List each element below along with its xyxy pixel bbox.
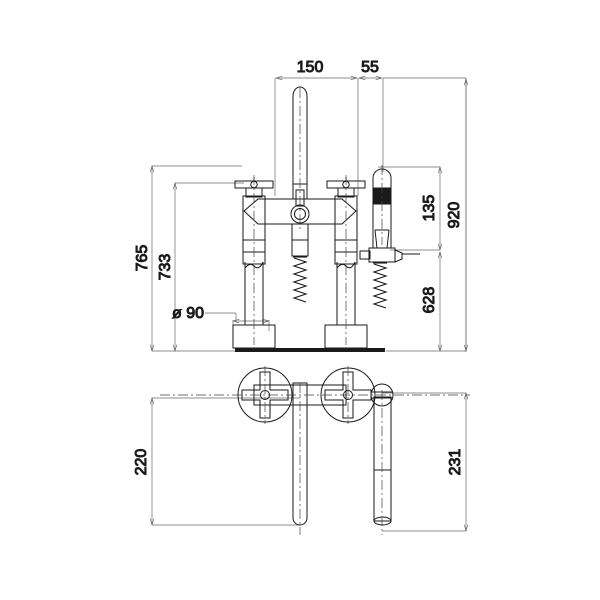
dim-628-label: 628 [421, 287, 438, 314]
plan-hand-shower [373, 396, 392, 526]
dim-diameter-90-label: ø 90 [172, 305, 204, 322]
mixer-body [243, 198, 357, 225]
spout-hose-coil [292, 256, 308, 303]
plan-dimension-lines [152, 393, 466, 531]
dim-220-label: 220 [133, 449, 150, 476]
dim-150-label: 150 [297, 59, 324, 76]
hand-shower-holder [359, 247, 420, 263]
dim-920-label: 920 [446, 202, 463, 229]
dim-55-label: 55 [361, 59, 379, 76]
dim-733-label: 733 [157, 254, 174, 281]
dim-231-label: 231 [447, 449, 464, 476]
hand-shower-hose-coil [372, 262, 388, 309]
elevation-dimension-lines [152, 78, 466, 352]
dim-765-label: 765 [134, 245, 151, 272]
plan-spout [292, 382, 308, 526]
elevation-centerlines [253, 88, 383, 345]
plan-centerlines [160, 366, 470, 535]
dim-135-label: 135 [421, 195, 438, 222]
floor-plate [235, 348, 385, 352]
